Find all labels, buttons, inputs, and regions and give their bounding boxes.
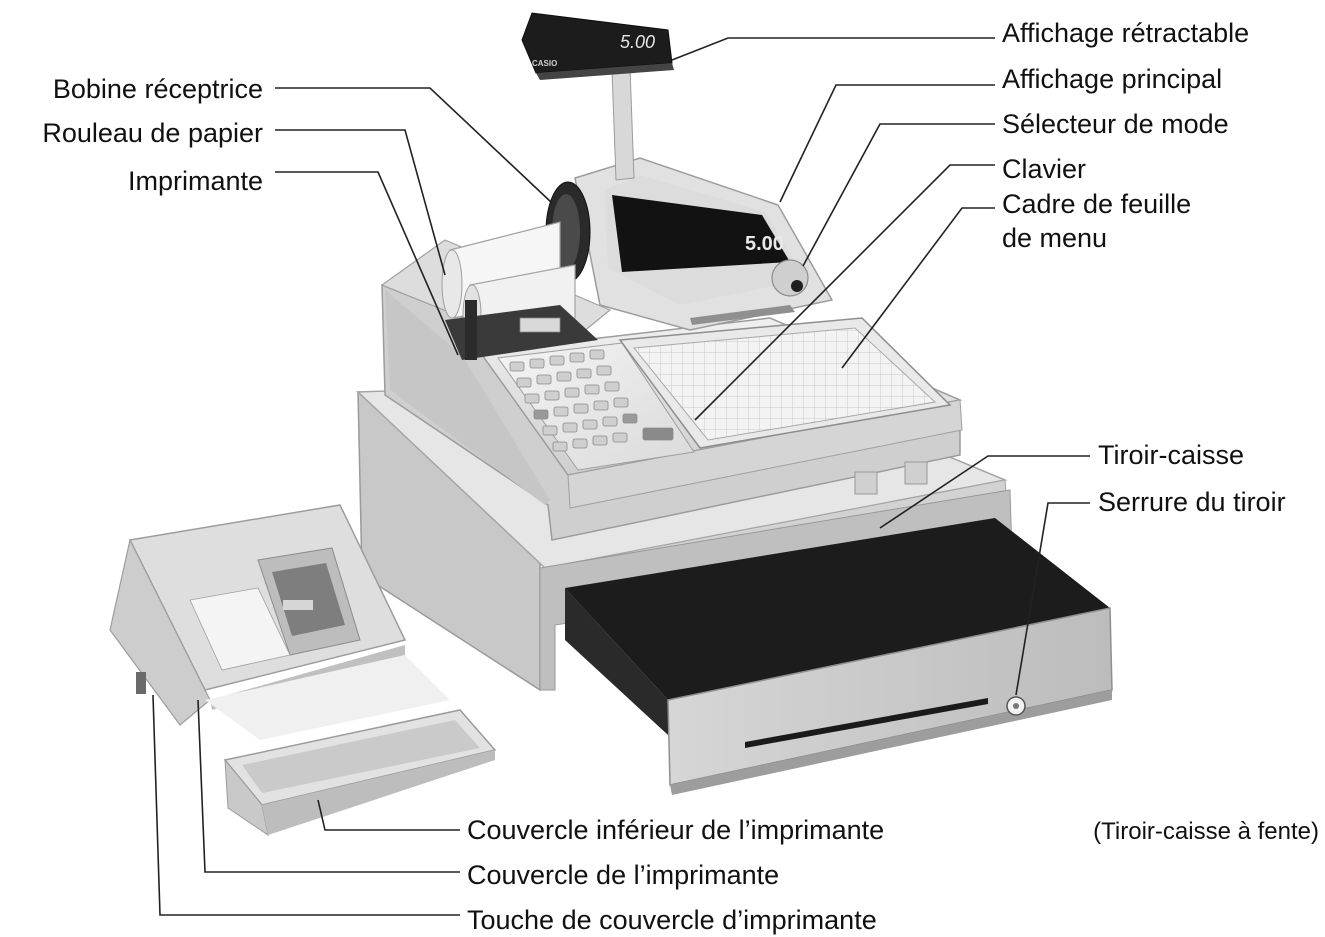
label-clavier: Clavier bbox=[1002, 154, 1087, 184]
printer-lower-cover bbox=[223, 709, 497, 837]
label-rouleau-de-papier: Rouleau de papier bbox=[42, 118, 263, 148]
label-tiroir-a-fente: (Tiroir-caisse à fente) bbox=[1093, 818, 1319, 845]
printer-unit bbox=[441, 181, 598, 360]
label-cadre-feuille-line2: de menu bbox=[1002, 223, 1108, 253]
label-couvercle-inferieur: Couvercle inférieur de l’imprimante bbox=[467, 815, 885, 845]
register-body bbox=[380, 239, 963, 541]
drawer-slot bbox=[745, 698, 988, 748]
display-housing: 5.00 bbox=[574, 157, 834, 331]
label-tiroir-caisse: Tiroir-caisse bbox=[1098, 440, 1245, 470]
label-affichage-retractable: Affichage rétractable bbox=[1002, 18, 1250, 48]
main-display-readout: 5.00 bbox=[745, 233, 784, 255]
numeric-keypad bbox=[509, 349, 674, 452]
pole-display-readout: 5.00 bbox=[620, 32, 655, 52]
label-cadre-feuille-line1: Cadre de feuille bbox=[1002, 189, 1192, 219]
label-affichage-principal: Affichage principal bbox=[1002, 64, 1223, 94]
mode-selector-key bbox=[791, 280, 803, 292]
label-couvercle-imprimante: Couvercle de l’imprimante bbox=[467, 860, 780, 890]
printer-cover-key bbox=[136, 672, 146, 694]
leader-lines bbox=[152, 37, 1090, 916]
label-serrure-du-tiroir: Serrure du tiroir bbox=[1098, 487, 1286, 517]
casio-logo: CASIO bbox=[532, 59, 557, 68]
label-imprimante: Imprimante bbox=[127, 166, 263, 196]
label-selecteur-de-mode: Sélecteur de mode bbox=[1002, 109, 1229, 139]
pole-display: 5.00 CASIO bbox=[521, 12, 674, 181]
label-touche-couvercle: Touche de couvercle d’imprimante bbox=[467, 905, 877, 935]
printer-cover bbox=[109, 504, 450, 740]
label-bobine-receptrice: Bobine réceptrice bbox=[52, 74, 263, 104]
main-display-screen bbox=[612, 195, 790, 272]
